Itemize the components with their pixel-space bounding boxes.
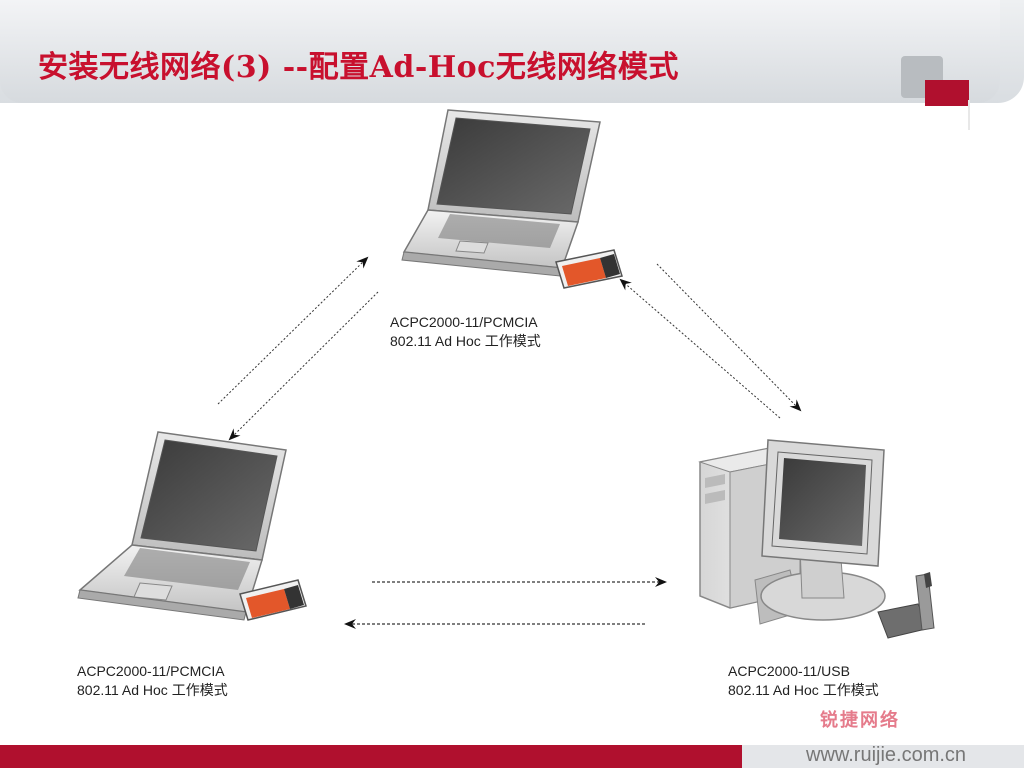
pcmcia-card-top-icon <box>555 249 623 289</box>
top-node-model: ACPC2000-11/PCMCIA <box>390 314 538 330</box>
corner-logo-line <box>968 100 970 130</box>
top-node-mode: 802.11 Ad Hoc 工作模式 <box>390 333 541 349</box>
left-node-label: ACPC2000-11/PCMCIA 802.11 Ad Hoc 工作模式 <box>77 662 228 700</box>
left-node-mode: 802.11 Ad Hoc 工作模式 <box>77 682 228 698</box>
top-node-label: ACPC2000-11/PCMCIA 802.11 Ad Hoc 工作模式 <box>390 313 541 351</box>
link-top-right-arrows <box>619 263 802 419</box>
usb-adapter-icon <box>877 572 935 639</box>
laptop-top-icon <box>401 109 601 277</box>
link-top-left-arrows <box>217 256 379 441</box>
pcmcia-card-left-icon <box>239 579 307 621</box>
slide-title: 安装无线网络(3) --配置Ad-Hoc无线网络模式 <box>38 50 679 85</box>
right-node-model: ACPC2000-11/USB <box>728 663 850 679</box>
footer-url: www.ruijie.com.cn <box>806 744 967 766</box>
right-node-label: ACPC2000-11/USB 802.11 Ad Hoc 工作模式 <box>728 662 879 700</box>
right-node-mode: 802.11 Ad Hoc 工作模式 <box>728 682 879 698</box>
brand-logo-text: 锐捷网络 <box>820 710 900 731</box>
footer-accent-bar <box>0 745 742 768</box>
link-left-right-arrows <box>344 577 667 629</box>
corner-logo-red-square <box>925 80 969 106</box>
left-node-model: ACPC2000-11/PCMCIA <box>77 663 225 679</box>
laptop-left-icon <box>77 431 287 621</box>
desktop-pc-icon <box>698 439 886 625</box>
header-panel <box>0 0 1000 103</box>
footer-light-bar <box>742 745 1024 768</box>
